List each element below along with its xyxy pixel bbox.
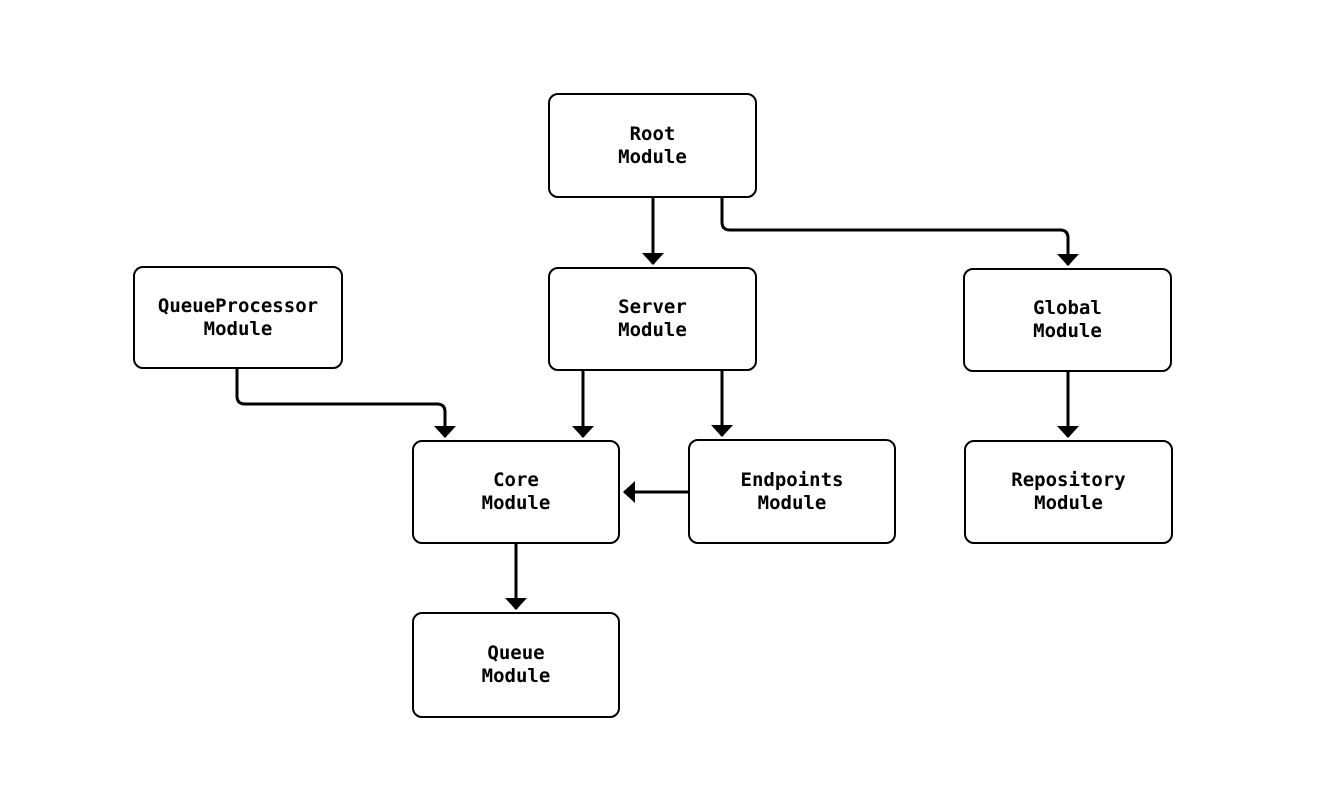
edge-root-to-global [720, 198, 1079, 266]
node-global-module-label: Global Module [1033, 297, 1102, 342]
node-endpoints-module: Endpoints Module [688, 439, 896, 544]
node-server-module: Server Module [548, 267, 757, 371]
node-core-module-label: Core Module [481, 469, 551, 514]
edge-queueprocessor-to-core [235, 369, 456, 438]
node-queueprocessor-module: QueueProcessor Module [133, 266, 343, 369]
node-queue-module-label: Queue Module [481, 642, 551, 687]
node-global-module: Global Module [963, 268, 1172, 372]
node-endpoints-module-label: Endpoints Module [740, 468, 844, 514]
node-queueprocessor-module-label: QueueProcessor Module [157, 294, 319, 340]
node-root-module: Root Module [548, 93, 757, 198]
node-repository-module: Repository Module [964, 440, 1173, 544]
node-core-module: Core Module [412, 440, 620, 544]
node-root-module-label: Root Module [618, 122, 687, 168]
node-server-module-label: Server Module [618, 296, 687, 341]
node-repository-module-label: Repository Module [1011, 469, 1126, 514]
node-queue-module: Queue Module [412, 612, 620, 718]
